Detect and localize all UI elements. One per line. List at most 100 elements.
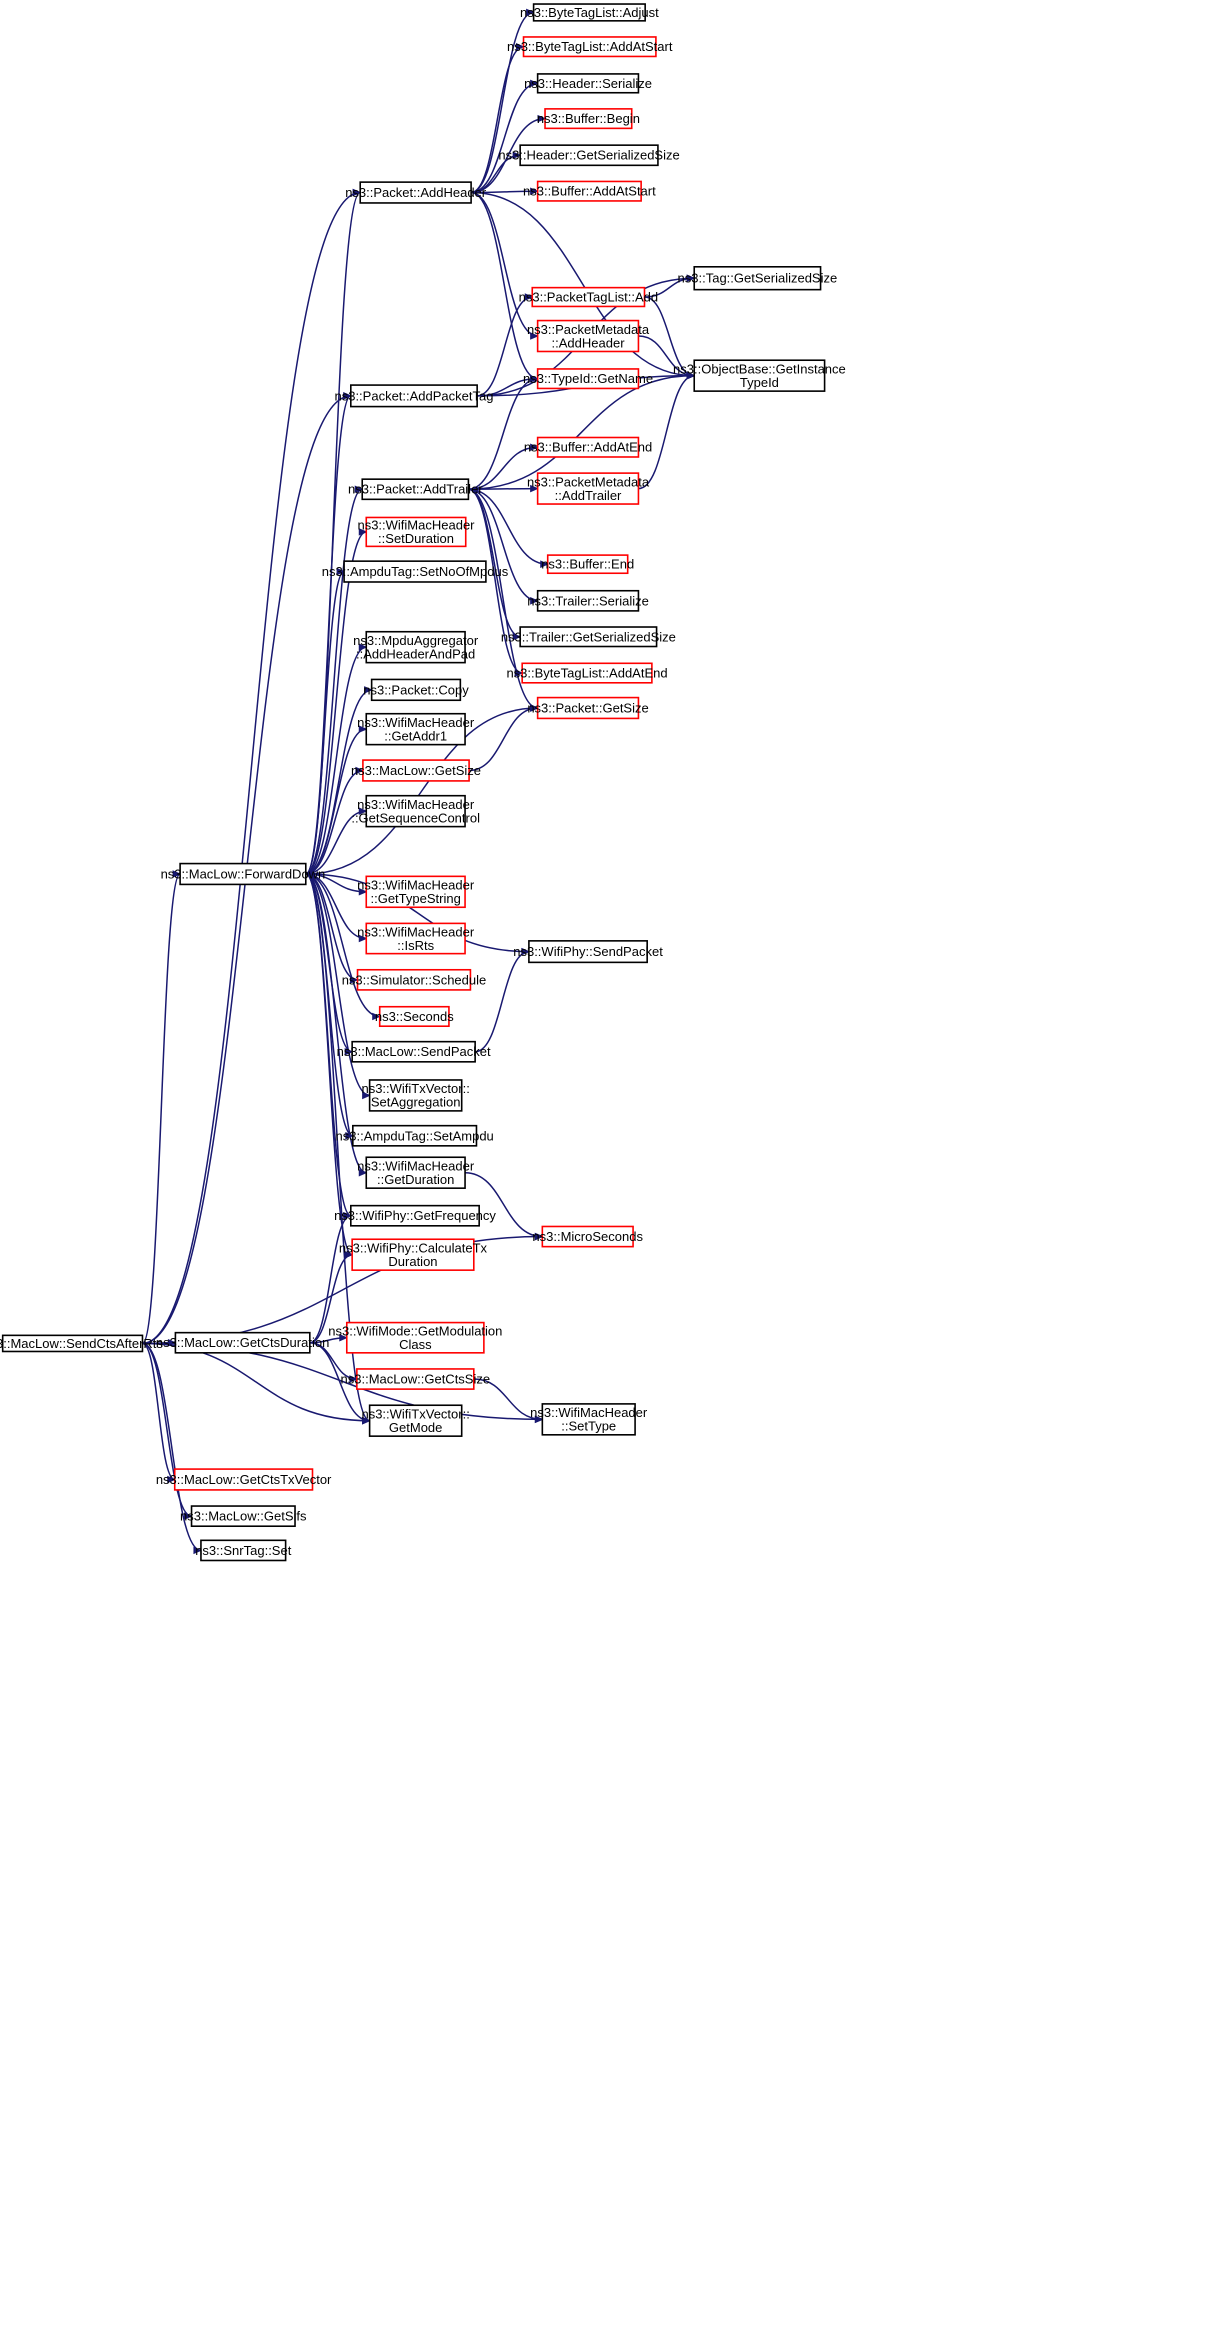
node-hdr-getsize[interactable]: ns3::Header::GetSerializedSize bbox=[498, 144, 680, 167]
edge-sendcts-to-getctstxvector bbox=[142, 1342, 176, 1481]
arrowhead-pm-addheader bbox=[530, 332, 539, 340]
node-buf-begin[interactable]: ns3::Buffer::Begin bbox=[537, 108, 640, 130]
edge-forwarddown-to-setduration bbox=[305, 531, 367, 875]
arrowhead-pkt-getsize bbox=[530, 704, 539, 712]
arrowhead-buf-begin bbox=[537, 114, 547, 123]
edge-forwarddown-to-mpduagg bbox=[305, 646, 367, 875]
edge-sendcts-to-addheader bbox=[142, 191, 361, 1345]
node-adjust[interactable]: ns3::ByteTagList::Adjust bbox=[520, 3, 659, 22]
node-sendcts[interactable]: ns3::MacLow::SendCtsAfterRts bbox=[0, 1334, 163, 1353]
node-label: ns3::WifiTxVector:: bbox=[361, 1406, 469, 1421]
node-box bbox=[359, 181, 472, 204]
edge-addpackettag-to-ptl-add bbox=[477, 296, 533, 397]
node-box bbox=[370, 678, 462, 702]
node-getfrequency[interactable]: ns3::WifiPhy::GetFrequency bbox=[334, 1204, 496, 1227]
arrowhead-adjust bbox=[526, 8, 535, 17]
arrowhead-calctxduration bbox=[344, 1250, 354, 1259]
node-ptl-add[interactable]: ns3::PacketTagList::Add bbox=[519, 286, 658, 308]
node-buf-addatend[interactable]: ns3::Buffer::AddAtEnd bbox=[524, 436, 652, 458]
node-label: ns3::WifiMacHeader bbox=[357, 797, 475, 812]
node-box bbox=[365, 1156, 466, 1189]
node-pkt-getsize[interactable]: ns3::Packet::GetSize bbox=[527, 696, 649, 720]
arrowhead-setnoofmpdus bbox=[336, 567, 346, 576]
node-pm-addtrailer[interactable]: ns3::PacketMetadata::AddTrailer bbox=[527, 472, 650, 505]
node-addtrailer[interactable]: ns3::Packet::AddTrailer bbox=[348, 478, 483, 501]
node-microseconds[interactable]: ns3::MicroSeconds bbox=[532, 1225, 643, 1248]
node-label: ns3::Packet::Copy bbox=[363, 682, 469, 697]
edge-forwarddown-to-getseqctrl bbox=[305, 810, 367, 875]
node-setnoofmpdus[interactable]: ns3::AmpduTag::SetNoOfMpdus bbox=[322, 560, 509, 583]
node-box bbox=[356, 968, 472, 991]
edge-sendcts-to-getsifs bbox=[142, 1342, 192, 1517]
node-label: ns3::MacLow::SendCtsAfterRts bbox=[0, 1336, 163, 1351]
arrowhead-trl-serialize bbox=[530, 597, 539, 605]
arrowhead-snrtag-set bbox=[193, 1546, 203, 1555]
node-trl-serialize[interactable]: ns3::Trailer::Serialize bbox=[527, 589, 649, 612]
node-box bbox=[536, 73, 640, 94]
node-forwarddown[interactable]: ns3::MacLow::ForwardDown bbox=[161, 862, 326, 886]
node-typeid-getname[interactable]: ns3::TypeId::GetName bbox=[523, 368, 653, 390]
node-label: ns3::AmpduTag::SetNoOfMpdus bbox=[322, 564, 509, 579]
node-trl-getsize[interactable]: ns3::Trailer::GetSerializedSize bbox=[501, 626, 676, 648]
node-box bbox=[350, 384, 478, 408]
node-box bbox=[368, 1404, 463, 1437]
node-getduration[interactable]: ns3::WifiMacHeader::GetDuration bbox=[357, 1156, 475, 1189]
arrowhead-hdr-getsize bbox=[512, 151, 522, 160]
node-getseqctrl[interactable]: ns3::WifiMacHeader::GetSequenceControl bbox=[351, 794, 480, 828]
node-box bbox=[352, 1124, 478, 1147]
node-maclow-getsize[interactable]: ns3::MacLow::GetSize bbox=[351, 759, 481, 782]
node-snrtag-set[interactable]: ns3::SnrTag::Set bbox=[195, 1539, 292, 1562]
node-getsifs[interactable]: ns3::MacLow::GetSifs bbox=[180, 1505, 307, 1528]
edge-addtrailer-to-typeid-getname bbox=[468, 377, 538, 490]
node-settype[interactable]: ns3::WifiMacHeader::SetType bbox=[530, 1403, 648, 1436]
node-schedule[interactable]: ns3::Simulator::Schedule bbox=[342, 968, 487, 991]
node-seconds[interactable]: ns3::Seconds bbox=[375, 1005, 454, 1028]
node-gettypestring[interactable]: ns3::WifiMacHeader::GetTypeString bbox=[357, 875, 475, 909]
node-phy-sendpacket[interactable]: ns3::WifiPhy::SendPacket bbox=[513, 940, 663, 964]
node-box bbox=[536, 368, 640, 390]
arrowhead-isrts bbox=[358, 934, 368, 943]
arrowhead-ptl-add bbox=[524, 293, 534, 301]
node-getctstxvector[interactable]: ns3::MacLow::GetCtsTxVector bbox=[156, 1468, 332, 1491]
node-buf-addatstart[interactable]: ns3::Buffer::AddAtStart bbox=[523, 180, 656, 202]
edge-getctsduration-to-calctxduration bbox=[309, 1253, 353, 1344]
edge-addtrailer-to-pkt-getsize bbox=[468, 488, 538, 709]
node-box bbox=[343, 560, 487, 583]
edge-addheader-to-typeid-getname bbox=[470, 191, 538, 380]
node-label: ::IsRts bbox=[397, 938, 434, 953]
node-pkt-copy[interactable]: ns3::Packet::Copy bbox=[363, 678, 469, 702]
arrowhead-addheader bbox=[352, 188, 362, 197]
node-setampdu[interactable]: ns3::AmpduTag::SetAmpdu bbox=[336, 1124, 494, 1147]
node-addpackettag[interactable]: ns3::Packet::AddPacketTag bbox=[334, 384, 493, 408]
node-setduration[interactable]: ns3::WifiMacHeader::SetDuration bbox=[357, 516, 475, 548]
edge-forwarddown-to-addpackettag bbox=[305, 395, 352, 875]
edge-addtrailer-to-getinstancetypeid bbox=[468, 374, 695, 490]
node-maclow-sendpacket[interactable]: ns3::MacLow::SendPacket bbox=[337, 1040, 491, 1063]
node-tag-getsize[interactable]: ns3::Tag::GetSerializedSize bbox=[678, 266, 838, 291]
node-addheader[interactable]: ns3::Packet::AddHeader bbox=[345, 181, 487, 204]
arrowhead-trl-getsize bbox=[512, 633, 522, 641]
node-label: ::AddTrailer bbox=[555, 488, 622, 503]
node-getctssize[interactable]: ns3::MacLow::GetCtsSize bbox=[341, 1368, 491, 1390]
node-hdr-serialize[interactable]: ns3::Header::Serialize bbox=[524, 73, 652, 94]
node-isrts[interactable]: ns3::WifiMacHeader::IsRts bbox=[357, 922, 475, 955]
arrowhead-setduration bbox=[358, 528, 368, 536]
node-getmode[interactable]: ns3::WifiTxVector::GetMode bbox=[361, 1404, 470, 1437]
node-buf-end[interactable]: ns3::Buffer::End bbox=[541, 554, 634, 575]
arrowhead-getctstxvector bbox=[167, 1475, 177, 1484]
node-btl-addatend[interactable]: ns3::ByteTagList::AddAtEnd bbox=[506, 662, 668, 684]
node-mpduagg[interactable]: ns3::MpduAggregator::AddHeaderAndPad bbox=[353, 630, 479, 664]
node-getaddr1[interactable]: ns3::WifiMacHeader::GetAddr1 bbox=[357, 712, 475, 746]
node-getctsduration[interactable]: ns3::MacLow::GetCtsDuration bbox=[156, 1331, 329, 1354]
node-setaggregation[interactable]: ns3::WifiTxVector::SetAggregation bbox=[361, 1079, 470, 1112]
edge-forwarddown-to-phy-sendpacket bbox=[305, 873, 529, 953]
node-pm-addheader[interactable]: ns3::PacketMetadata::AddHeader bbox=[527, 319, 650, 353]
arrowhead-setaggregation bbox=[362, 1091, 371, 1100]
node-addatstart-btl[interactable]: ns3::ByteTagList::AddAtStart bbox=[507, 36, 673, 58]
node-box bbox=[531, 286, 646, 308]
node-label: ns3::WifiTxVector:: bbox=[361, 1081, 469, 1096]
arrowhead-getfrequency bbox=[343, 1211, 353, 1220]
